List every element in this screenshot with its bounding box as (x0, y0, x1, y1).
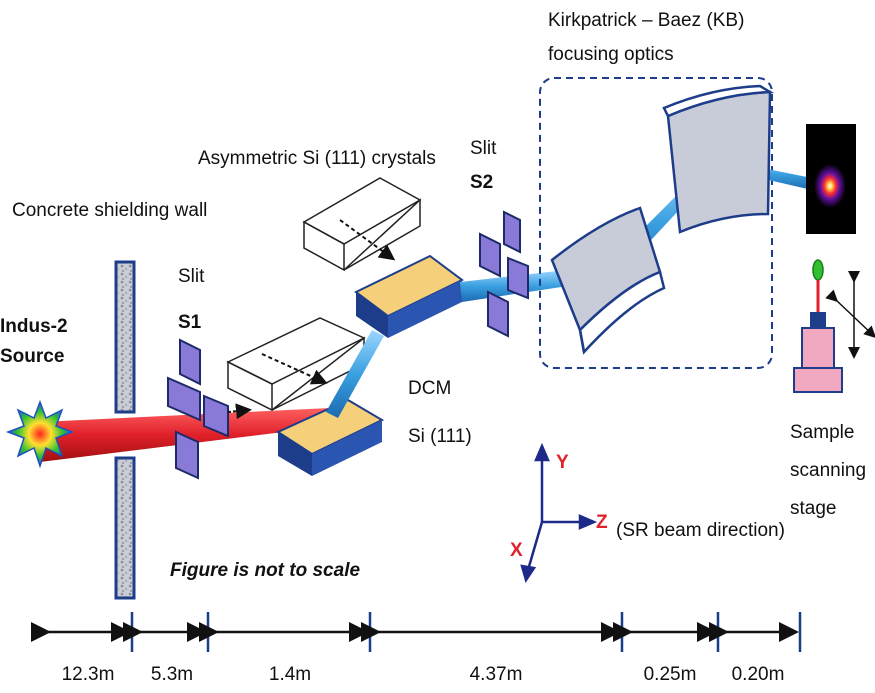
dcm-label: DCM (408, 378, 452, 399)
distance-label: 1.4m (268, 664, 312, 685)
distance-label: 0.20m (731, 664, 785, 685)
concrete-wall-lower (114, 456, 136, 600)
not-to-scale-note: Figure is not to scale (170, 560, 361, 581)
dcm-lower-crystal (275, 398, 385, 476)
slit-s2-icon (479, 210, 529, 338)
source-label-line1: Indus-2 (0, 316, 68, 337)
concrete-wall-label: Concrete shielding wall (12, 200, 208, 221)
sample-stage-icon (793, 259, 875, 393)
beam-direction-label: (SR beam direction) (616, 520, 785, 541)
axis-z-label: Z (596, 512, 608, 533)
distance-label: 12.3m (61, 664, 115, 685)
sample-label-line2: scanning (790, 460, 867, 481)
slit2-label: Slit (470, 138, 497, 159)
sample-label-line1: Sample (790, 422, 855, 443)
s2-label: S2 (470, 172, 494, 193)
kb-mirror-1 (550, 206, 666, 355)
axes-triad (520, 442, 598, 583)
distance-label: 4.37m (469, 664, 523, 685)
axis-x-label: X (510, 540, 523, 561)
dcm-upper-crystal (354, 254, 464, 338)
asym-crystal-wireframe-upper (302, 177, 422, 272)
kb-optics-box (539, 77, 773, 369)
distance-label: 5.3m (150, 664, 194, 685)
blue-beam-dcm (326, 330, 384, 418)
kb-label-line2: focusing optics (548, 44, 674, 65)
dcm-si-label: Si (111) (408, 426, 472, 447)
s1-label: S1 (178, 312, 202, 333)
source-label-line2: Source (0, 346, 65, 367)
focal-spot-icon (814, 164, 846, 208)
sample-label-line3: stage (790, 498, 837, 519)
source-icon (5, 399, 75, 469)
slit-s1-icon (167, 338, 229, 480)
axis-y-label: Y (556, 452, 569, 473)
kb-mirror-2 (662, 84, 775, 234)
concrete-wall-upper (114, 260, 136, 414)
distance-label: 0.25m (643, 664, 697, 685)
red-sr-beam (40, 408, 332, 462)
asym-crystals-label: Asymmetric Si (111) crystals (198, 148, 436, 169)
slit1-label: Slit (178, 266, 205, 287)
distance-scale (31, 612, 802, 652)
kb-label-line1: Kirkpatrick – Baez (KB) (548, 10, 745, 31)
